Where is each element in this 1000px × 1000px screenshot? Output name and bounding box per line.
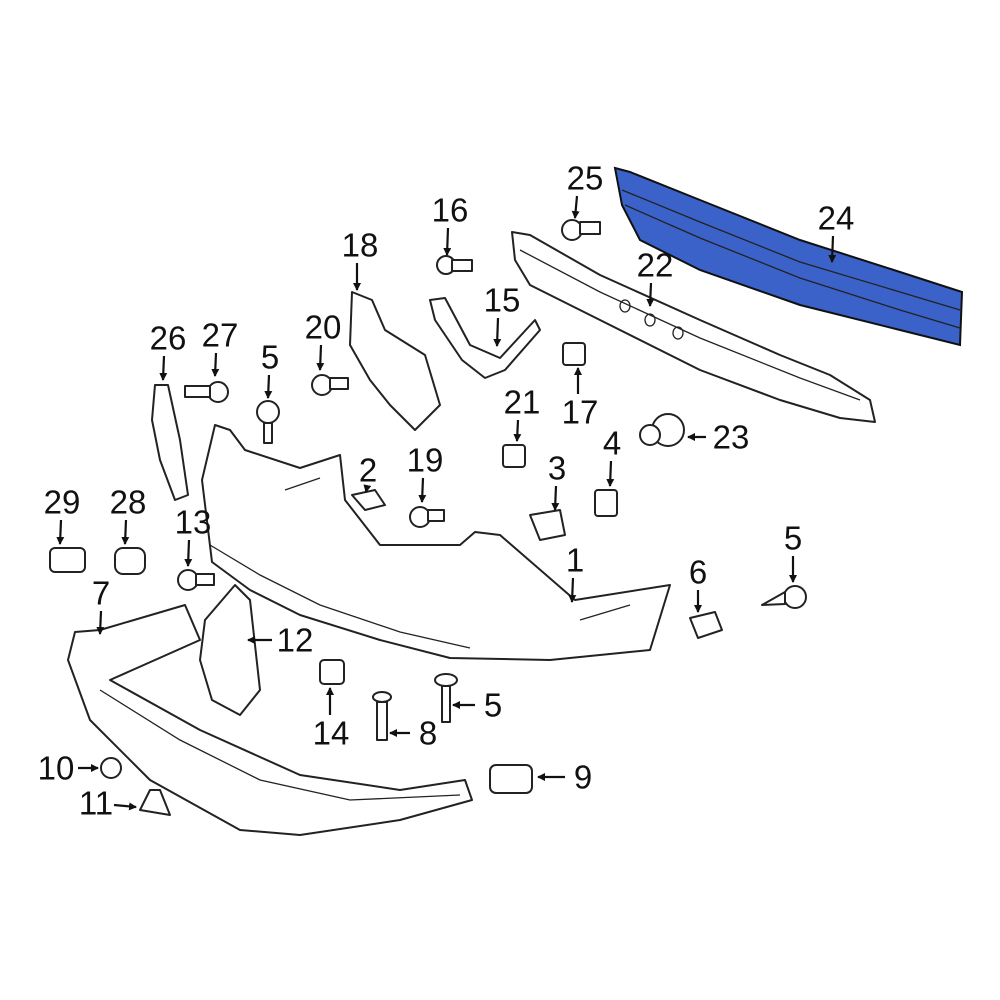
callout-25[interactable]: 25	[566, 159, 604, 197]
callout-20[interactable]: 20	[304, 308, 342, 346]
callout-21[interactable]: 21	[503, 383, 541, 421]
callout-8[interactable]: 8	[418, 714, 438, 752]
callout-5[interactable]: 5	[483, 686, 503, 724]
part-7-lower-valance[interactable]	[67, 604, 473, 836]
part-12-bracket[interactable]	[199, 584, 261, 716]
callout-17[interactable]: 17	[561, 393, 599, 431]
part-20-bolt[interactable]	[311, 374, 349, 396]
part-18-bracket[interactable]	[349, 291, 441, 431]
part-24-reinforcement-beam[interactable]	[613, 166, 964, 347]
leader-arrows	[56, 195, 837, 811]
part-25-bolt[interactable]	[561, 219, 601, 241]
callout-15[interactable]: 15	[483, 281, 521, 319]
part-8-push-pin[interactable]	[372, 691, 392, 741]
callout-29[interactable]: 29	[43, 483, 81, 521]
part-13-bolt[interactable]	[177, 569, 215, 591]
callout-2[interactable]: 2	[358, 451, 378, 489]
callout-12[interactable]: 12	[276, 621, 314, 659]
callout-26[interactable]: 26	[149, 319, 187, 357]
part-14-clip[interactable]	[319, 659, 345, 685]
part-6-clip[interactable]	[689, 611, 723, 639]
callout-6[interactable]: 6	[688, 553, 708, 591]
part-19-bolt[interactable]	[409, 506, 445, 528]
callout-18[interactable]: 18	[341, 226, 379, 264]
callout-7[interactable]: 7	[91, 574, 111, 612]
callout-5[interactable]: 5	[260, 338, 280, 376]
part-16-bolt[interactable]	[436, 255, 473, 275]
part-29-sensor[interactable]	[49, 547, 86, 573]
callout-11[interactable]: 11	[78, 784, 114, 822]
part-28-sensor-holder[interactable]	[114, 547, 146, 575]
callout-23[interactable]: 23	[712, 418, 750, 456]
part-5-screw-c[interactable]	[434, 673, 458, 723]
part-26-seal[interactable]	[151, 384, 189, 501]
part-21-nut[interactable]	[502, 444, 526, 468]
callout-19[interactable]: 19	[406, 441, 444, 479]
callout-5[interactable]: 5	[783, 519, 803, 557]
part-2-bracket[interactable]	[351, 489, 386, 511]
callout-24[interactable]: 24	[817, 199, 855, 237]
callout-14[interactable]: 14	[312, 714, 350, 752]
callout-28[interactable]: 28	[109, 483, 147, 521]
part-17-clip[interactable]	[562, 342, 586, 366]
part-23-retainer[interactable]	[639, 413, 685, 447]
callout-9[interactable]: 9	[573, 758, 593, 796]
part-4-clip[interactable]	[594, 489, 618, 517]
part-11-retainer[interactable]	[139, 789, 171, 816]
part-27-bolt[interactable]	[184, 381, 229, 403]
part-15-bracket[interactable]	[429, 297, 541, 379]
part-5-screw-a[interactable]	[256, 400, 280, 444]
callout-27[interactable]: 27	[201, 316, 239, 354]
part-3-bracket[interactable]	[529, 509, 566, 541]
callout-4[interactable]: 4	[602, 424, 622, 462]
callout-16[interactable]: 16	[431, 191, 469, 229]
part-22-energy-absorber[interactable]	[511, 231, 876, 423]
callout-22[interactable]: 22	[636, 246, 674, 284]
part-9-nut[interactable]	[489, 764, 533, 794]
callout-1[interactable]: 1	[565, 541, 585, 579]
callout-3[interactable]: 3	[547, 449, 567, 487]
callout-10[interactable]: 10	[37, 749, 75, 787]
part-5-screw-b[interactable]	[761, 585, 807, 609]
callout-13[interactable]: 13	[174, 503, 212, 541]
part-10-clip[interactable]	[100, 757, 122, 779]
